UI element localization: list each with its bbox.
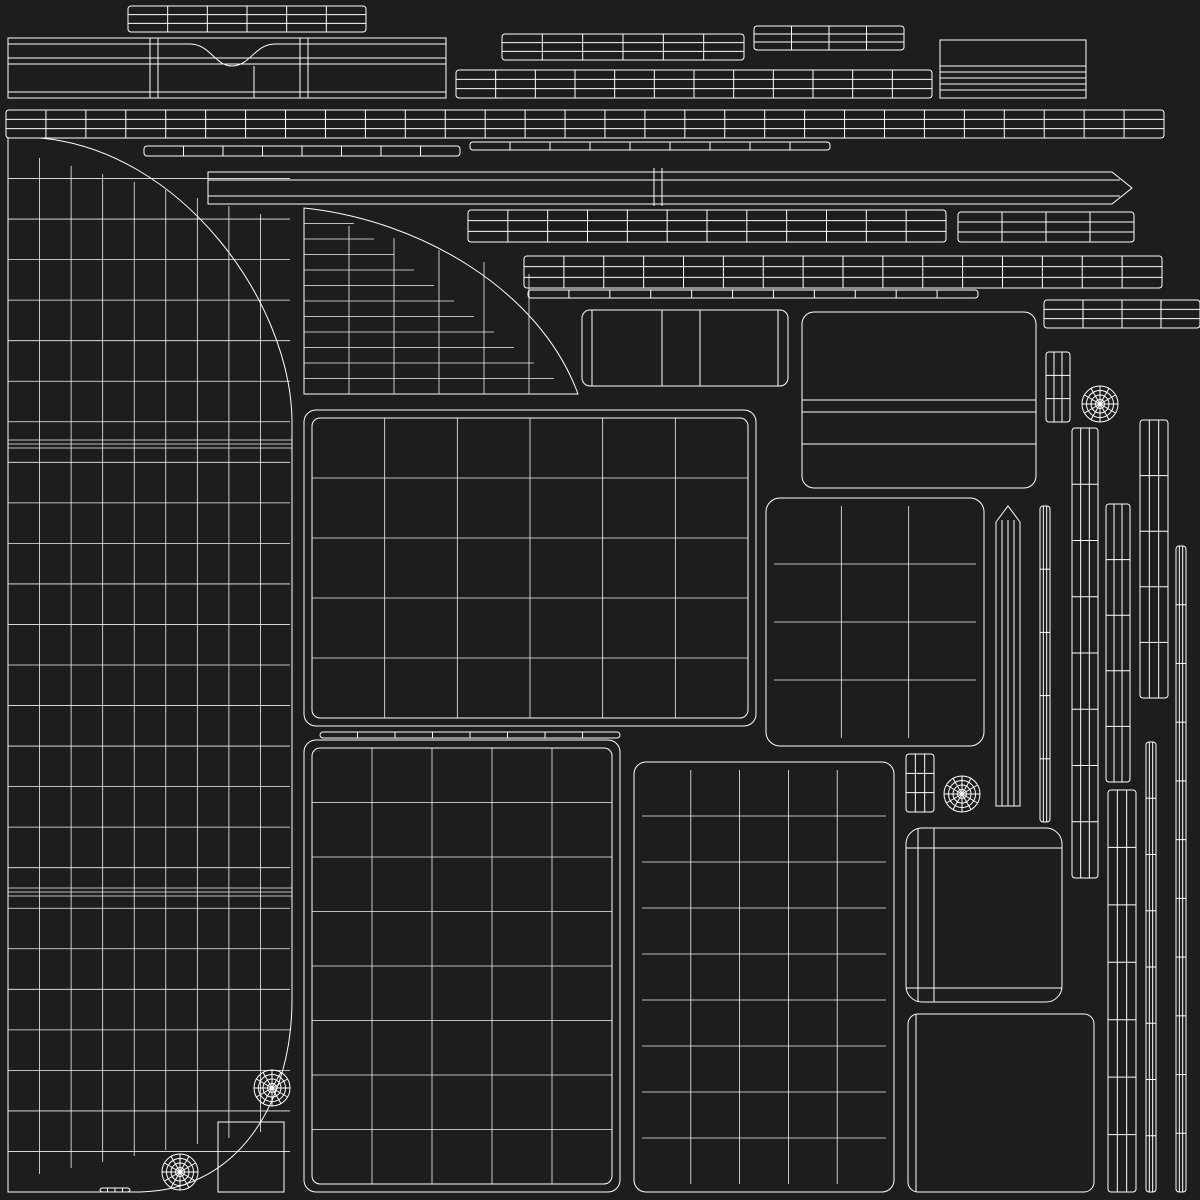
disc-spoke <box>179 1171 196 1182</box>
rod-islands <box>905 351 1187 1193</box>
disc-spoke <box>1099 403 1110 420</box>
notched-block-island <box>7 37 447 99</box>
disc-spoke <box>952 778 963 795</box>
disc-islands <box>161 385 1119 1191</box>
disc-spoke <box>271 1087 282 1104</box>
disc-spoke <box>961 778 972 795</box>
strip-island <box>469 141 831 151</box>
disc-spoke <box>271 1078 288 1089</box>
strip-islands <box>5 5 1200 1193</box>
panel-island-top-center <box>303 409 757 727</box>
quarter-disc-island <box>303 207 579 395</box>
disc-spoke <box>271 1087 288 1098</box>
disc-spoke <box>256 1078 273 1089</box>
disc-spoke <box>271 1072 282 1089</box>
rod-island <box>1107 789 1137 1193</box>
rod-island <box>1039 505 1051 823</box>
panel-island-right-square-b <box>907 1013 1095 1193</box>
disc-spoke <box>961 784 978 795</box>
disc-spoke <box>1099 388 1110 405</box>
disc-spoke <box>170 1156 181 1173</box>
disc-spoke <box>179 1156 190 1173</box>
disc-spoke <box>1084 403 1101 414</box>
rod-island <box>905 753 935 813</box>
disc-spoke <box>961 793 978 804</box>
disc-spoke <box>1090 388 1101 405</box>
pointed-rod-vertical <box>995 505 1021 807</box>
disc-spoke <box>262 1072 273 1089</box>
disc-spoke <box>1099 394 1116 405</box>
strip-island <box>5 109 1165 139</box>
disc-spoke <box>1090 403 1101 420</box>
strip-island <box>527 289 979 299</box>
panel-island-small-top <box>581 309 789 387</box>
panel-island-right-middle <box>765 497 985 747</box>
disc-spoke <box>946 784 963 795</box>
disc-spoke <box>1084 394 1101 405</box>
panel-island-small-square <box>217 1121 285 1193</box>
disc-spoke <box>170 1171 181 1188</box>
rod-island <box>1175 545 1187 1193</box>
panel-island-bottom-center <box>303 739 621 1193</box>
panel-island-right-square-a <box>905 827 1063 1003</box>
panel-island-top-right-box <box>939 39 1087 99</box>
disc-spoke <box>164 1162 181 1173</box>
disc-spoke <box>164 1171 181 1182</box>
disc-spoke <box>179 1171 190 1188</box>
disc-spoke <box>262 1087 273 1104</box>
disc-spoke <box>946 793 963 804</box>
disc-spoke <box>179 1162 196 1173</box>
panel-island-bottom-middle <box>633 761 895 1193</box>
half-disc-island <box>7 137 293 1193</box>
disc-spoke <box>1099 403 1116 414</box>
disc-spoke <box>952 793 963 810</box>
pointed-rod-horizontal <box>207 168 1133 206</box>
disc-spoke <box>961 793 972 810</box>
rod-island <box>1045 351 1071 423</box>
panel-island-upper-right <box>801 311 1037 489</box>
disc-spoke <box>256 1087 273 1098</box>
rod-island <box>1105 503 1131 783</box>
rod-island <box>1139 419 1169 699</box>
